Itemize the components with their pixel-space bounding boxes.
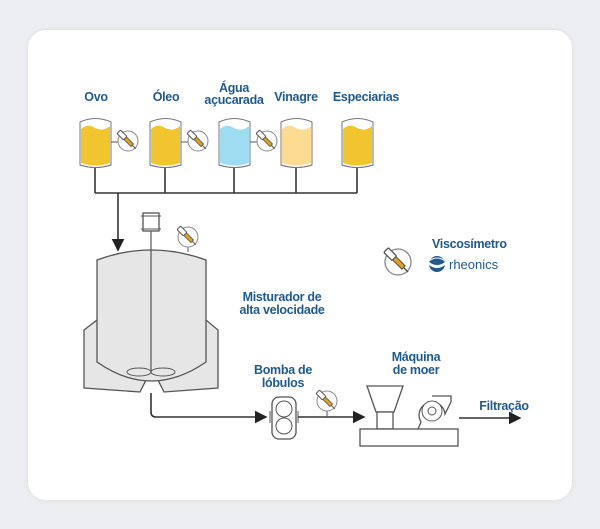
viscometer-probe-icon [186,129,209,152]
tank-label-ovo: Ovo [84,90,108,104]
legend-title: Viscosímetro [432,237,507,251]
ingredient-tank [341,118,374,168]
tank-label-especiarias: Especiarias [333,90,400,104]
tank-label-vinagre: Vinagre [274,90,318,104]
grinder-label-2: de moer [393,363,440,377]
viscometer-probe-icon [116,129,139,152]
ingredient-tank [149,118,182,168]
ingredient-tank [79,118,112,168]
tank-label-agua-2: açucarada [204,93,264,107]
outlet-pipe [150,393,268,424]
viscometer-probe-icon [255,129,278,152]
tank-liquid [282,125,311,166]
rheonics-logo-icon [428,256,446,272]
tank-label-oleo: Óleo [153,89,180,104]
viscometer-probe-icon [383,247,412,276]
legend-brand: rheonics [449,257,499,272]
grinder-label-1: Máquina [392,350,442,364]
grinding-machine [359,385,459,447]
mixer-label-1: Misturador de [243,290,322,304]
output-label: Filtração [479,399,529,413]
high-speed-mixer [83,212,219,393]
tank-liquid [220,125,249,166]
tank-liquid [343,125,372,166]
header-pipe [94,168,358,252]
viscometer-probe-icon [315,389,338,412]
mixer-label-2: alta velocidade [239,303,324,317]
tank-liquid [81,125,110,166]
pump-label-2: lóbulos [262,376,305,390]
ingredient-tank [218,118,251,168]
ingredient-tank [280,118,313,168]
lobe-pump [269,396,299,440]
tank-liquid [151,125,180,166]
tank-label-agua-1: Água [219,80,250,95]
viscometer-probe-icon [176,225,199,248]
pump-label-1: Bomba de [254,363,312,377]
